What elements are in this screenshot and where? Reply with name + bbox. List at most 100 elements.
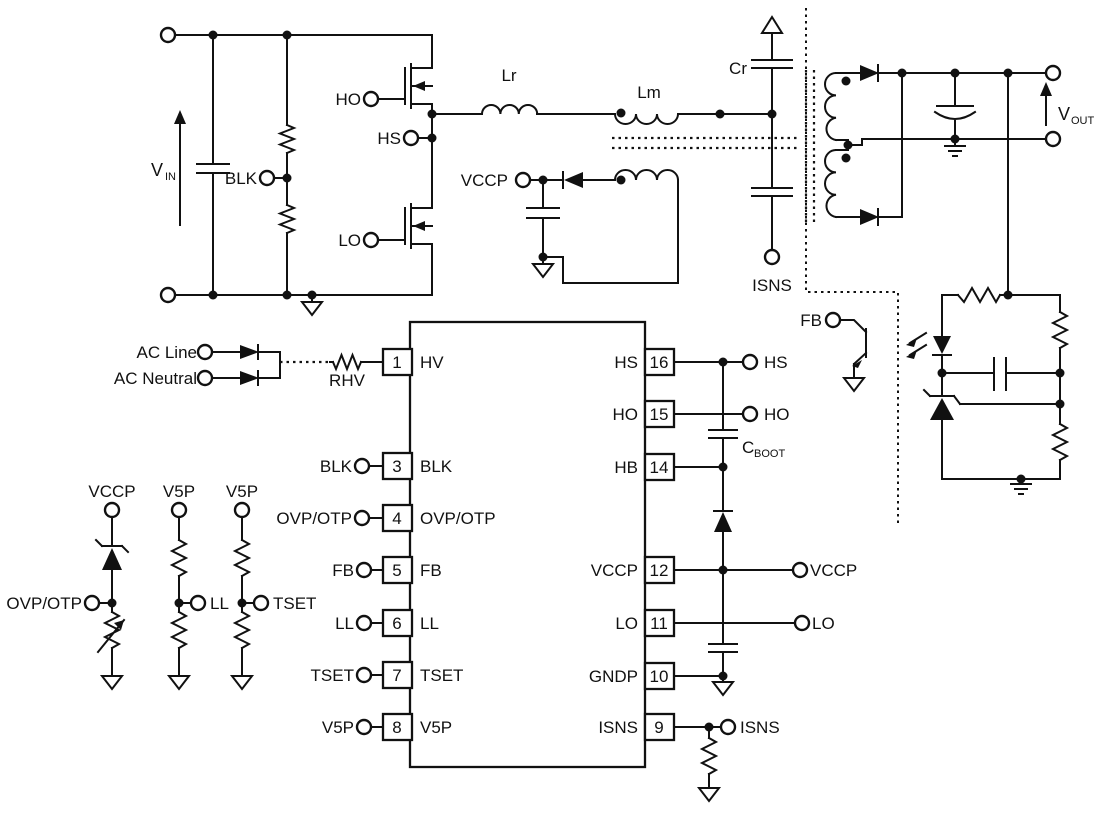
aux-winding bbox=[613, 169, 680, 185]
ground-symbol bbox=[530, 263, 556, 279]
vccp-col-label: VCCP bbox=[88, 482, 135, 501]
resonant-tank: Lr Lm Cr ISNS bbox=[431, 15, 793, 295]
thermistor bbox=[96, 602, 126, 691]
pin-label: HV bbox=[420, 353, 444, 372]
lr-inductor: Lr bbox=[480, 66, 539, 116]
hs-node-terminal bbox=[402, 129, 420, 147]
ground-symbol bbox=[696, 787, 722, 803]
ground-symbol bbox=[710, 681, 736, 697]
secondary-winding-top bbox=[824, 71, 838, 142]
pin-label: V5P bbox=[420, 718, 452, 737]
ground-symbol bbox=[229, 675, 255, 691]
pin-number: 15 bbox=[650, 405, 669, 424]
primary-ground-symbol bbox=[299, 290, 325, 317]
input-rails bbox=[174, 34, 433, 296]
vout-label-sub: OUT bbox=[1071, 115, 1095, 127]
lm-polarity-dot bbox=[616, 108, 626, 118]
pin-label: BLK bbox=[420, 457, 453, 476]
hs-ext-terminal bbox=[741, 353, 759, 371]
pin-number: 1 bbox=[392, 353, 401, 372]
fb-opto-label: FB bbox=[800, 311, 822, 330]
isns-node-label: ISNS bbox=[752, 276, 792, 295]
cboot-label-sub: BOOT bbox=[754, 448, 785, 460]
ext-label: V5P bbox=[322, 718, 354, 737]
led-series-resistor bbox=[941, 285, 1009, 337]
pin-label: LO bbox=[615, 614, 638, 633]
center-tap-return bbox=[835, 138, 1047, 151]
pin-label: ISNS bbox=[598, 718, 638, 737]
optocoupler: FB bbox=[800, 311, 928, 393]
tset-node-terminal bbox=[252, 594, 270, 612]
transformer-core bbox=[612, 8, 899, 525]
cboot-capacitor: C BOOT bbox=[708, 361, 785, 468]
ovp-otp-pin-terminal bbox=[353, 509, 371, 527]
ovp-otp-network: VCCP OVP/OTP bbox=[6, 482, 136, 691]
earth-ground-symbol bbox=[944, 138, 966, 157]
pin-number: 9 bbox=[654, 718, 663, 737]
vout-positive-terminal bbox=[1044, 64, 1062, 82]
pin-number: 5 bbox=[392, 561, 401, 580]
high-side-mosfet bbox=[377, 34, 433, 115]
ac-neutral-diode bbox=[211, 370, 281, 386]
fb-opto-terminal bbox=[824, 311, 842, 329]
secondary-top-polarity-dot bbox=[841, 76, 851, 86]
mosfet-body-arrow bbox=[413, 221, 425, 231]
pin-number: 3 bbox=[392, 457, 401, 476]
vout-label: V bbox=[1058, 104, 1070, 124]
v5p-col-terminal bbox=[233, 501, 251, 519]
pin-label: OVP/OTP bbox=[420, 509, 496, 528]
ovp-otp-node-label: OVP/OTP bbox=[6, 594, 82, 613]
v5p-col-terminal bbox=[170, 501, 188, 519]
pin-number: 8 bbox=[392, 718, 401, 737]
vccp-filter-capacitor bbox=[526, 179, 560, 279]
pin-label: HO bbox=[613, 405, 639, 424]
bootstrap-diode bbox=[713, 466, 733, 571]
core-coupling-lines bbox=[612, 136, 798, 150]
ac-line-terminal bbox=[196, 343, 214, 361]
input-stage: V IN BLK bbox=[151, 26, 433, 317]
vccp-ext-terminal bbox=[791, 561, 809, 579]
startup-bridge: AC Line AC Neutral RHV bbox=[114, 343, 384, 390]
ext-label: OVP/OTP bbox=[276, 509, 352, 528]
opto-light-arrows bbox=[906, 331, 928, 359]
ll-divider: V5P LL bbox=[163, 482, 229, 691]
vin-label: V bbox=[151, 160, 163, 180]
secondary-rectifier bbox=[824, 64, 1047, 226]
pin-label: HS bbox=[614, 353, 638, 372]
ho-gate-terminal bbox=[362, 90, 380, 108]
vccp-ext-label: VCCP bbox=[810, 561, 857, 580]
vccp-aux-label: VCCP bbox=[461, 171, 508, 190]
v5p-col-label: V5P bbox=[163, 482, 195, 501]
tset-divider: V5P TSET bbox=[226, 482, 316, 691]
ic-right-network: HS HO C BOOT VCCP bbox=[673, 353, 857, 803]
ext-label: TSET bbox=[311, 666, 354, 685]
isns-resistor bbox=[696, 726, 722, 803]
pin-label: TSET bbox=[420, 666, 463, 685]
fb-pin-terminal bbox=[355, 561, 373, 579]
pin-number: 10 bbox=[650, 667, 669, 686]
isolation-boundary bbox=[805, 8, 899, 525]
vin-positive-terminal bbox=[159, 26, 177, 44]
lo-gate-terminal bbox=[362, 231, 380, 249]
cr-capacitor: Cr bbox=[729, 15, 793, 115]
feedback-network bbox=[922, 72, 1070, 495]
isns-node-terminal bbox=[763, 248, 781, 266]
secondary-winding-bottom bbox=[824, 148, 838, 219]
vin-arrowhead bbox=[174, 110, 186, 124]
opto-phototransistor bbox=[839, 319, 868, 393]
lm-inductor: Lm bbox=[613, 83, 680, 125]
ovp-otp-node-terminal bbox=[83, 594, 101, 612]
rectifier-diode-bottom bbox=[835, 208, 903, 226]
vin-negative-terminal bbox=[159, 286, 177, 304]
pin-number: 16 bbox=[650, 353, 669, 372]
ac-neutral-terminal bbox=[196, 369, 214, 387]
pin-label: FB bbox=[420, 561, 442, 580]
blk-label: BLK bbox=[225, 169, 258, 188]
ground-symbol bbox=[841, 377, 867, 393]
ic-left-terminals: BLK OVP/OTP FB LL TSET V5P bbox=[276, 457, 384, 737]
blk-divider: BLK bbox=[225, 30, 297, 300]
shunt-regulator bbox=[922, 372, 1061, 480]
bias-networks: VCCP OVP/OTP V5P LL bbox=[6, 482, 316, 691]
